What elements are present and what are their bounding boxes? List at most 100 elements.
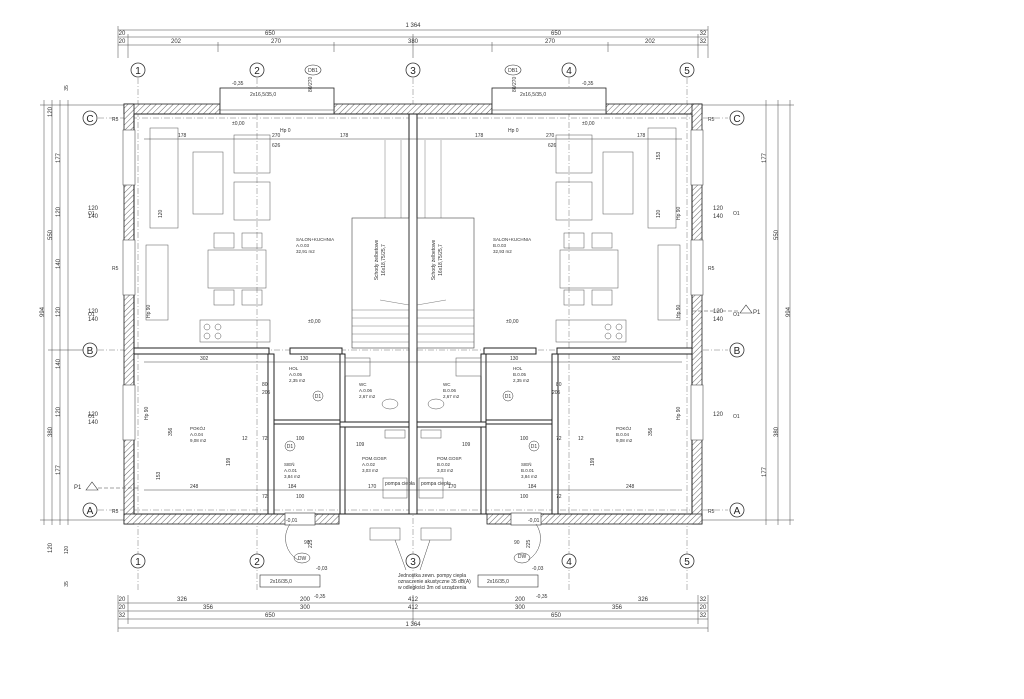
dim-label: 550 bbox=[48, 229, 54, 240]
window-tag: R5 bbox=[708, 117, 715, 123]
room-sien-right: SIEŃ B.0.01 3,84 m2 bbox=[521, 461, 538, 479]
dim-label: 120 bbox=[713, 309, 724, 315]
dim-bottom-total: 1 364 bbox=[405, 622, 421, 628]
dim-label: 100 bbox=[520, 436, 529, 442]
svg-text:P1: P1 bbox=[74, 485, 82, 491]
svg-text:A.0.05: A.0.05 bbox=[289, 372, 303, 377]
heat-pump-units: pompa ciepła pompa ciepła bbox=[369, 477, 452, 541]
svg-text:Jednostka zewn. pompy ciepła: Jednostka zewn. pompy ciepła bbox=[398, 573, 466, 579]
room-hol-right: HOL B.0.05 2,35 m2 bbox=[513, 366, 530, 383]
svg-text:3,03 m2: 3,03 m2 bbox=[437, 468, 454, 473]
dim-label: 140 bbox=[713, 214, 724, 220]
svg-text:DB1: DB1 bbox=[508, 68, 518, 74]
level-label: -0,35 bbox=[582, 81, 594, 87]
dim-label: 225 bbox=[526, 539, 532, 548]
dim-label: 130 bbox=[300, 356, 309, 362]
dim-label: 178 bbox=[340, 133, 349, 139]
dim-label: 170 bbox=[368, 484, 377, 490]
dim-label: 270 bbox=[545, 39, 556, 45]
dim-label: 90 bbox=[514, 540, 520, 546]
svg-text:2,35 m2: 2,35 m2 bbox=[289, 378, 306, 383]
level-label: -0,01 bbox=[286, 518, 298, 524]
stairs: Schody żelbetowe 16x18,75/25,7 Schody że… bbox=[351, 140, 475, 349]
level-label: ±0,00 bbox=[308, 319, 321, 325]
svg-text:3: 3 bbox=[410, 557, 416, 568]
svg-text:3,03 m2: 3,03 m2 bbox=[362, 468, 379, 473]
heat-pump-label: pompa ciepła bbox=[385, 481, 415, 487]
dim-label: 120 bbox=[158, 209, 164, 218]
axis-bubble-a-left: A bbox=[82, 502, 98, 518]
dim-label: 20 bbox=[700, 605, 707, 611]
dim-label: 302 bbox=[612, 356, 621, 362]
inner-dimensions: 626 626 178 178 178 178 270 270 302 302 … bbox=[144, 133, 682, 548]
svg-text:A: A bbox=[87, 506, 94, 517]
svg-text:POKÓJ: POKÓJ bbox=[616, 425, 631, 431]
dim-label: 177 bbox=[762, 466, 768, 477]
room-gosp-left: POM.GOSP. A.0.02 3,03 m2 bbox=[362, 456, 387, 473]
dim-label: 100 bbox=[296, 494, 305, 500]
dim-label: 140 bbox=[56, 358, 62, 369]
svg-text:16x18,75/25,7: 16x18,75/25,7 bbox=[438, 244, 444, 276]
svg-text:A: A bbox=[734, 506, 741, 517]
level-label: -0,35 bbox=[232, 81, 244, 87]
dim-label: 120 bbox=[56, 206, 62, 217]
window-tag: O1 bbox=[88, 312, 95, 318]
axis-bubble-b-left: B bbox=[82, 342, 98, 358]
dim-label: 20 bbox=[119, 39, 126, 45]
window-label: Hp 90 bbox=[676, 304, 682, 318]
axis-bubble-1-bottom: 1 bbox=[130, 553, 146, 569]
door-tags: D1 D1 D1 D1 DW DW R5 R5 R5 R5 R5 R5 O1 O… bbox=[88, 117, 740, 564]
dim-label: 178 bbox=[178, 133, 187, 139]
d1-tag: D1 bbox=[502, 390, 514, 402]
axis-bubble-3-top: 3 bbox=[405, 62, 421, 78]
svg-text:9,08 m2: 9,08 m2 bbox=[190, 438, 207, 443]
dim-label: 270 bbox=[546, 133, 555, 139]
axis-bubble-2-bottom: 2 bbox=[249, 553, 265, 569]
dim-label: 12 bbox=[242, 436, 248, 442]
right-dimensions: 177 120 140 120 140 120 177 550 380 994 … bbox=[88, 100, 794, 525]
svg-text:SIEŃ: SIEŃ bbox=[521, 461, 532, 467]
window-label: Hp 90 bbox=[676, 206, 682, 220]
svg-text:16x18,75/25,7: 16x18,75/25,7 bbox=[381, 244, 387, 276]
dim-label: 140 bbox=[88, 420, 99, 426]
dim-label: 177 bbox=[56, 464, 62, 475]
svg-text:B.0.01: B.0.01 bbox=[521, 468, 535, 473]
dim-label: 120 bbox=[713, 412, 724, 418]
dim-label: 32 bbox=[700, 39, 707, 45]
dim-label: 140 bbox=[88, 214, 99, 220]
level-label: ±0,00 bbox=[506, 319, 519, 325]
dim-label: 380 bbox=[408, 39, 419, 45]
dim-label: 270 bbox=[272, 133, 281, 139]
dim-label: 20 bbox=[119, 597, 126, 603]
svg-text:SIEŃ: SIEŃ bbox=[284, 461, 295, 467]
dim-label: 550 bbox=[774, 229, 780, 240]
window-label: Hp 90 bbox=[144, 406, 150, 420]
dim-label: 100 bbox=[296, 436, 305, 442]
dim-label: 153 bbox=[156, 471, 162, 480]
svg-text:B.0.05: B.0.05 bbox=[513, 372, 527, 377]
svg-text:POM.GOSP.: POM.GOSP. bbox=[362, 456, 387, 461]
svg-text:B.0.06: B.0.06 bbox=[443, 388, 457, 393]
svg-text:A.0.06: A.0.06 bbox=[359, 388, 373, 393]
dim-label: 650 bbox=[551, 613, 562, 619]
dim-label: 72 bbox=[556, 494, 562, 500]
dim-label: 35 bbox=[64, 85, 70, 91]
svg-text:A.0.03: A.0.03 bbox=[296, 243, 310, 248]
dim-label: 225 bbox=[308, 539, 314, 548]
dim-label: 109 bbox=[462, 442, 471, 448]
dim-label: 650 bbox=[265, 31, 276, 37]
dim-label: 326 bbox=[638, 597, 649, 603]
svg-text:32,91 m2: 32,91 m2 bbox=[296, 249, 315, 254]
dim-label: 90 bbox=[304, 540, 310, 546]
dim-label: 32 bbox=[119, 613, 126, 619]
window-tag: O1 bbox=[88, 414, 95, 420]
exterior-walls bbox=[122, 103, 704, 525]
stair-label-right: Schody żelbetowe 16x18,75/25,7 bbox=[431, 239, 444, 280]
window-label: 80/270 bbox=[512, 76, 518, 92]
level-label: -0,35 bbox=[536, 594, 548, 600]
svg-text:2: 2 bbox=[254, 66, 260, 77]
svg-text:D1: D1 bbox=[531, 444, 538, 450]
level-label: -0,35 bbox=[314, 594, 326, 600]
svg-text:C: C bbox=[733, 114, 740, 125]
